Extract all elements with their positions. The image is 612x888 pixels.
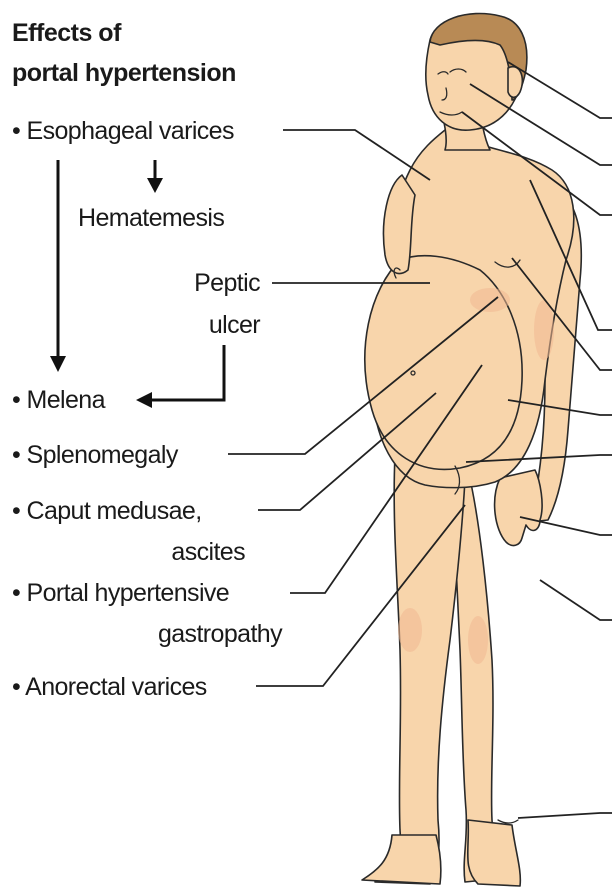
title-line-2: portal hypertension: [12, 58, 236, 88]
arrowhead-melena-left: [136, 392, 152, 408]
label-splenomegaly: • Splenomegaly: [12, 440, 178, 470]
label-gastropathy: gastropathy: [110, 619, 282, 649]
label-portal-hypertensive: • Portal hypertensive: [12, 578, 229, 608]
human-figure: [362, 14, 581, 886]
label-esophageal-varices: • Esophageal varices: [12, 116, 234, 146]
label-caput-medusae: • Caput medusae,: [12, 496, 202, 526]
left-arm: [384, 175, 415, 274]
label-melena: • Melena: [12, 385, 105, 415]
label-hematemesis: Hematemesis: [78, 203, 224, 233]
title-line-1: Effects of: [12, 18, 121, 48]
left-foot: [362, 835, 441, 884]
label-anorectal-varices: • Anorectal varices: [12, 672, 207, 702]
label-peptic: Peptic: [150, 268, 260, 298]
ear: [508, 67, 522, 98]
right-foot: [468, 820, 521, 886]
arrow-peptic-to-melena: [150, 345, 224, 400]
right-hand: [495, 470, 542, 545]
arrowhead-hematemesis: [147, 178, 163, 193]
label-ascites: ascites: [110, 537, 245, 567]
arrowhead-melena-down: [50, 356, 66, 372]
label-ulcer: ulcer: [150, 310, 260, 340]
left-leg: [375, 455, 465, 884]
